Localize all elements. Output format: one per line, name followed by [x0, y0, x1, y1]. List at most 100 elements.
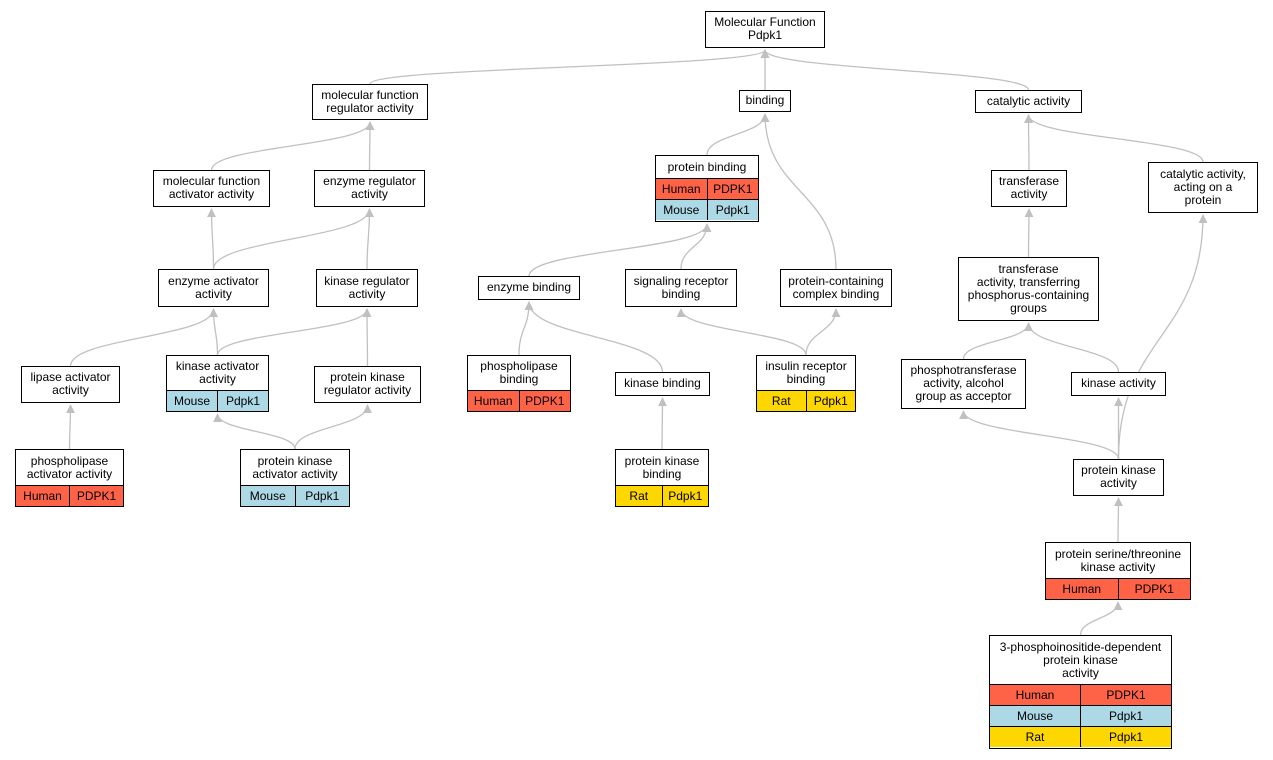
- node-label: kinase regulator activity: [324, 273, 410, 301]
- edge-serthr-to-pkactivity: [1113, 497, 1123, 543]
- edge-pdk-to-serthr: [1079, 601, 1123, 636]
- node-protein-containing-complex-binding[interactable]: protein-containing complex binding: [780, 269, 892, 307]
- node-label: insulin receptor binding: [765, 359, 847, 386]
- node-phosphotransferase-alcohol-acceptor[interactable]: phosphotransferase activity, alcohol gro…: [901, 359, 1026, 409]
- node-label: kinase binding: [624, 376, 701, 390]
- node-phospholipase-binding[interactable]: phospholipase binding Human PDPK1: [467, 355, 571, 412]
- node-label: catalytic activity: [986, 93, 1071, 108]
- gene-cell: PDPK1: [1117, 579, 1191, 599]
- node-label: molecular function activator activity: [162, 174, 261, 201]
- node-label: protein serine/threonine kinase activity: [1054, 546, 1182, 574]
- edge-phosalc-to-transphos: [962, 322, 1033, 360]
- node-label: phosphotransferase activity, alcohol gro…: [910, 363, 1017, 403]
- edge-pkact-to-pkreg: [294, 404, 372, 450]
- node-molecular-function-activator-activity[interactable]: molecular function activator activity: [153, 170, 270, 207]
- edge-insrec-to-sigrec: [676, 308, 807, 356]
- edge-pkactivity-to-catprot: [1117, 214, 1208, 460]
- node-transferase-activity-phosphorus-groups[interactable]: transferase activity, transferring phosp…: [958, 257, 1099, 321]
- gene-cell: Pdpk1: [217, 391, 268, 411]
- node-enzyme-regulator-activity[interactable]: enzyme regulator activity: [314, 170, 425, 207]
- node-binding[interactable]: binding: [739, 90, 791, 112]
- species-cell: Rat: [771, 393, 791, 408]
- edge-pkbind-to-kinbind: [657, 397, 667, 450]
- node-enzyme-binding[interactable]: enzyme binding: [478, 276, 580, 300]
- species-row-human: Human PDPK1: [1046, 578, 1190, 599]
- species-cell: Human: [23, 488, 62, 503]
- node-protein-serine-threonine-kinase-activity[interactable]: protein serine/threonine kinase activity…: [1045, 542, 1191, 600]
- node-label: kinase activity: [1081, 376, 1156, 390]
- node-protein-kinase-binding[interactable]: protein kinase binding Rat Pdpk1: [615, 449, 709, 507]
- edge-pkactivity-to-phosalc: [959, 410, 1120, 460]
- edge-kinaseact-to-transphos: [1024, 322, 1120, 373]
- edge-pkreg-to-kinreg: [362, 308, 372, 367]
- node-label: enzyme binding: [486, 280, 572, 294]
- gene-cell: Pdpk1: [294, 486, 350, 506]
- species-cell: Human: [661, 181, 701, 196]
- edge-phospbind-to-enzbind: [518, 301, 534, 356]
- species-row-rat: Rat Pdpk1: [757, 390, 855, 411]
- species-row-mouse: Mouse Pdpk1: [241, 485, 349, 506]
- node-transferase-activity[interactable]: transferase activity: [991, 170, 1067, 207]
- species-cell: Mouse: [173, 393, 211, 408]
- node-kinase-activity[interactable]: kinase activity: [1071, 372, 1166, 396]
- node-label: transferase activity: [998, 174, 1060, 201]
- node-phospholipase-activator-activity[interactable]: phospholipase activator activity Human P…: [15, 449, 124, 507]
- gene-cell: Pdpk1: [805, 391, 856, 411]
- species-cell: Human: [473, 393, 513, 408]
- species-row-rat: Rat Pdpk1: [616, 485, 708, 506]
- species-cell: Mouse: [1016, 708, 1054, 723]
- edge-pkact-to-kinact: [213, 413, 296, 450]
- gene-cell: PDPK1: [518, 391, 571, 411]
- node-label: protein kinase regulator activity: [323, 370, 412, 397]
- node-label: phospholipase binding: [480, 359, 558, 386]
- node-enzyme-activator-activity[interactable]: enzyme activator activity: [158, 269, 269, 307]
- node-molecular-function-root[interactable]: Molecular Function Pdpk1: [705, 11, 825, 48]
- node-label: protein-containing complex binding: [788, 273, 884, 301]
- node-label: binding: [745, 93, 785, 107]
- species-cell: Human: [1015, 687, 1055, 702]
- node-protein-binding[interactable]: protein binding Human PDPK1 Mouse Pdpk1: [655, 155, 759, 222]
- node-kinase-activator-activity[interactable]: kinase activator activity Mouse Pdpk1: [166, 355, 269, 412]
- edge-enzreg-to-mfreg: [365, 121, 375, 171]
- node-protein-kinase-activator-activity[interactable]: protein kinase activator activity Mouse …: [240, 449, 350, 507]
- edge-phospact-to-lipact: [65, 404, 75, 450]
- node-label: protein kinase activity: [1081, 463, 1156, 490]
- node-signaling-receptor-binding[interactable]: signaling receptor binding: [625, 269, 737, 307]
- node-label: molecular function regulator activity: [321, 87, 419, 115]
- node-lipase-activator-activity[interactable]: lipase activator activity: [21, 366, 120, 403]
- edge-mfact-to-mfreg: [210, 121, 375, 171]
- node-insulin-receptor-binding[interactable]: insulin receptor binding Rat Pdpk1: [756, 355, 856, 412]
- node-label: signaling receptor binding: [633, 273, 729, 301]
- gene-cell: PDPK1: [706, 179, 759, 199]
- edge-catalytic-to-root: [760, 49, 1030, 91]
- node-label: Molecular Function Pdpk1: [714, 15, 816, 42]
- node-3-phosphoinositide-dependent-protein-kinase-activity[interactable]: 3-phosphoinositide-dependent protein kin…: [989, 635, 1172, 749]
- node-protein-kinase-activity[interactable]: protein kinase activity: [1073, 459, 1164, 496]
- species-row-human: Human PDPK1: [468, 390, 570, 411]
- node-catalytic-activity[interactable]: catalytic activity: [975, 90, 1082, 113]
- gene-cell: PDPK1: [69, 486, 123, 506]
- node-label: lipase activator activity: [30, 370, 111, 397]
- species-row-mouse: Mouse Pdpk1: [990, 705, 1171, 726]
- edge-kinreg-to-enzreg: [364, 208, 374, 270]
- species-row-rat: Rat Pdpk1: [990, 726, 1171, 747]
- edge-protbind-to-binding: [706, 113, 770, 156]
- edge-kinact-to-kinreg: [216, 308, 372, 356]
- species-cell: Rat: [1025, 729, 1045, 744]
- node-kinase-regulator-activity[interactable]: kinase regulator activity: [316, 269, 418, 307]
- edge-mfreg-to-root: [369, 49, 770, 85]
- node-protein-kinase-regulator-activity[interactable]: protein kinase regulator activity: [314, 366, 421, 403]
- node-catalytic-activity-acting-on-protein[interactable]: catalytic activity, acting on a protein: [1148, 162, 1258, 213]
- node-molecular-function-regulator-activity[interactable]: molecular function regulator activity: [312, 84, 428, 120]
- edge-sigrec-to-protbind: [680, 223, 712, 270]
- gene-cell: Pdpk1: [706, 200, 759, 220]
- edge-kinact-to-enzact: [209, 308, 219, 356]
- gene-cell: Pdpk1: [1080, 727, 1171, 747]
- gene-cell: Pdpk1: [661, 486, 709, 506]
- node-label: transferase activity, transferring phosp…: [967, 261, 1090, 315]
- node-kinase-binding[interactable]: kinase binding: [615, 372, 710, 396]
- node-label: phospholipase activator activity: [26, 453, 113, 481]
- node-label: kinase activator activity: [175, 359, 260, 386]
- node-label: protein kinase binding: [624, 453, 700, 481]
- species-row-human: Human PDPK1: [16, 485, 123, 506]
